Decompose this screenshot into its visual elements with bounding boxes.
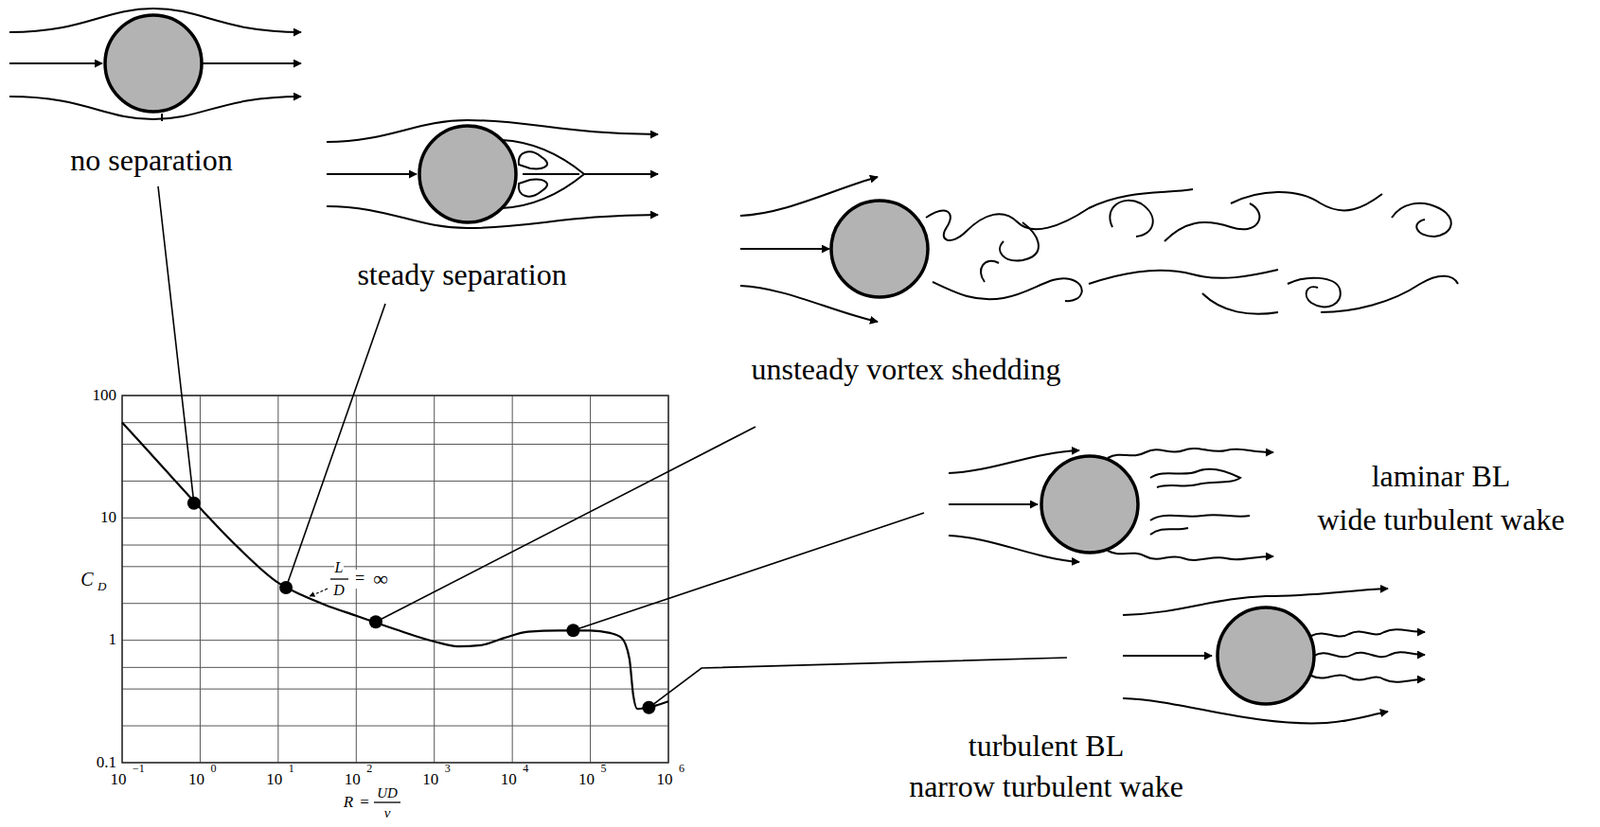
grid-line [122,517,669,519]
data-point [279,581,293,595]
tick-exponent: 2 [366,763,373,776]
data-point [566,623,580,638]
flow-caption: narrow turbulent wake [908,770,1184,804]
chart-grid [122,395,669,764]
wide-wake-flow [948,448,1274,563]
axis-tick-label: 10 [500,771,517,790]
flow-caption: unsteady vortex shedding [750,353,1061,387]
pointer-arrow [309,588,328,597]
axis-tick-label: 10 [422,771,439,790]
axis-tick-label: 10 [266,771,283,790]
grid-line [122,545,669,547]
tick-exponent: 5 [601,763,607,776]
flow-caption: turbulent BL [968,729,1124,764]
axis-tick-label: 10 [188,771,205,790]
grid-line [512,395,514,764]
grid-line [589,395,591,764]
data-point [641,701,656,715]
tick-exponent: 0 [210,763,216,776]
tick-exponent: 1 [288,763,295,776]
grid-line [122,667,669,669]
axis-title: C [80,568,93,590]
axis-tick-label: 10 [657,771,674,790]
flow-caption: no separation [70,143,233,178]
grid-line [433,395,435,764]
flow-caption: wide turbulent wake [1316,503,1565,537]
ratio-label: ∞ [372,568,390,591]
grid-line [122,726,669,728]
grid-line [199,395,201,764]
tick-exponent: 4 [522,763,529,776]
leader-line [158,186,195,504]
axis-title: ν [384,805,392,822]
narrow-wake-flow [1122,588,1425,724]
axis-tick-label: 0.1 [96,754,117,773]
leader-line [375,426,756,623]
tick-exponent: −1 [132,763,145,776]
leader-line [648,657,1067,709]
axis-title: R [343,794,354,813]
ratio-label: = [354,569,366,589]
data-point [369,615,383,629]
axis-tick-label: 10 [100,509,117,528]
data-point [187,497,201,511]
steady-separation-flow [326,120,658,229]
ratio-label: D [332,582,346,600]
grid-line [122,444,669,445]
axis-title: UD [376,785,398,802]
ratio-label: L [334,559,345,577]
drag-curve [122,422,669,710]
leader-line [572,513,925,631]
flow-caption: steady separation [356,258,567,292]
vortex-street [740,177,1458,322]
axis-subscript: D [97,580,107,594]
axis-tick-label: 10 [578,771,595,790]
fraction-bar [373,801,401,803]
axis-tick-label: 10 [344,771,361,790]
fraction-bar [330,578,349,580]
grid-line [122,480,669,482]
grid-line [122,689,669,691]
chart-frame [122,395,669,764]
grid-line [122,640,669,641]
leader-line [285,303,386,588]
flow-caption: laminar BL [1371,460,1512,494]
axis-title: = [359,794,370,813]
tick-exponent: 3 [444,763,451,776]
grid-line [277,395,279,764]
grid-line [122,566,669,568]
grid-line [122,422,669,424]
axis-tick-label: 100 [92,387,118,406]
tick-exponent: 6 [678,763,685,776]
grid-line [122,603,669,605]
axis-tick-label: 1 [108,631,118,650]
axis-tick-label: 10 [110,771,127,790]
creeping-flow [9,8,302,122]
